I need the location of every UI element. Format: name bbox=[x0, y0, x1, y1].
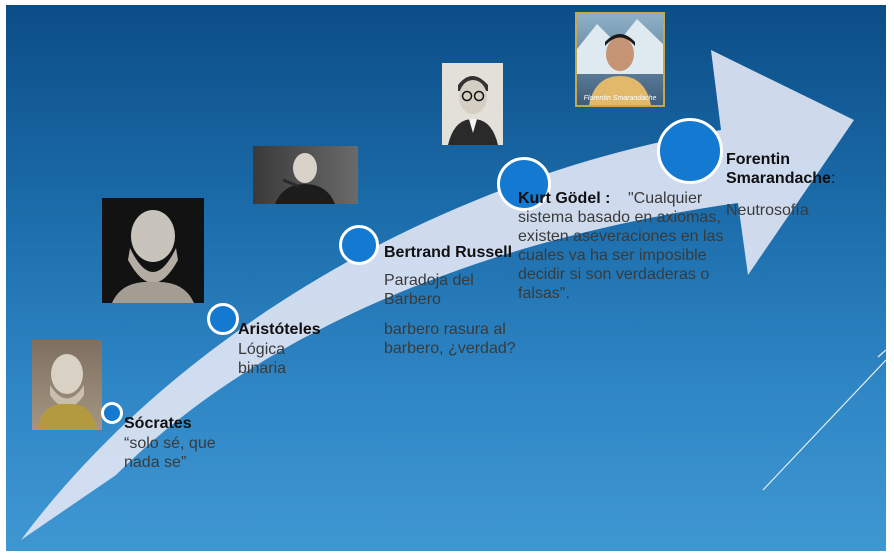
timeline-arrow bbox=[21, 50, 854, 540]
aristoteles-dot bbox=[207, 303, 239, 335]
smarandache-name: Forentin Smarandache: bbox=[726, 150, 846, 188]
slide: Sócrates “solo sé, que nada se” Aristóte… bbox=[6, 5, 886, 551]
godel-description: "Cualquier sistema basado en axiomas, ex… bbox=[518, 189, 730, 303]
smarandache-name-text: Forentin Smarandache bbox=[726, 151, 831, 187]
russell-photo bbox=[253, 146, 358, 204]
aristoteles-photo bbox=[102, 198, 204, 303]
godel-dot bbox=[497, 157, 551, 211]
smarandache-photo: Florentin Smarandache bbox=[575, 12, 665, 107]
godel-photo bbox=[442, 63, 503, 145]
russell-description: Paradoja del Barbero bbox=[384, 272, 474, 308]
decorative-line bbox=[762, 359, 886, 491]
russell-dot bbox=[339, 225, 379, 265]
socrates-name: Sócrates bbox=[124, 415, 192, 432]
aristoteles-name: Aristóteles bbox=[238, 321, 321, 338]
smarandache-name-suffix: : bbox=[830, 170, 836, 187]
godel-quote: "Cualquier sistema basado en axiomas, ex… bbox=[518, 190, 724, 302]
socrates-description: “solo sé, que nada se” bbox=[124, 435, 216, 471]
smarandache-photo-caption: Florentin Smarandache bbox=[583, 95, 657, 102]
godel-name: Kurt Gödel : bbox=[518, 190, 611, 207]
background-graphics bbox=[21, 50, 886, 540]
smarandache-dot bbox=[657, 118, 723, 184]
socrates-dot bbox=[101, 402, 123, 424]
smarandache-description: Neutrosofía bbox=[726, 202, 809, 219]
russell-name: Bertrand Russell bbox=[384, 244, 513, 261]
russell-description-2: barbero rasura al barbero, ¿verdad? bbox=[384, 321, 516, 357]
socrates-photo bbox=[32, 340, 102, 430]
decorative-line bbox=[877, 349, 886, 358]
aristoteles-description: Lógica binaria bbox=[238, 341, 287, 377]
